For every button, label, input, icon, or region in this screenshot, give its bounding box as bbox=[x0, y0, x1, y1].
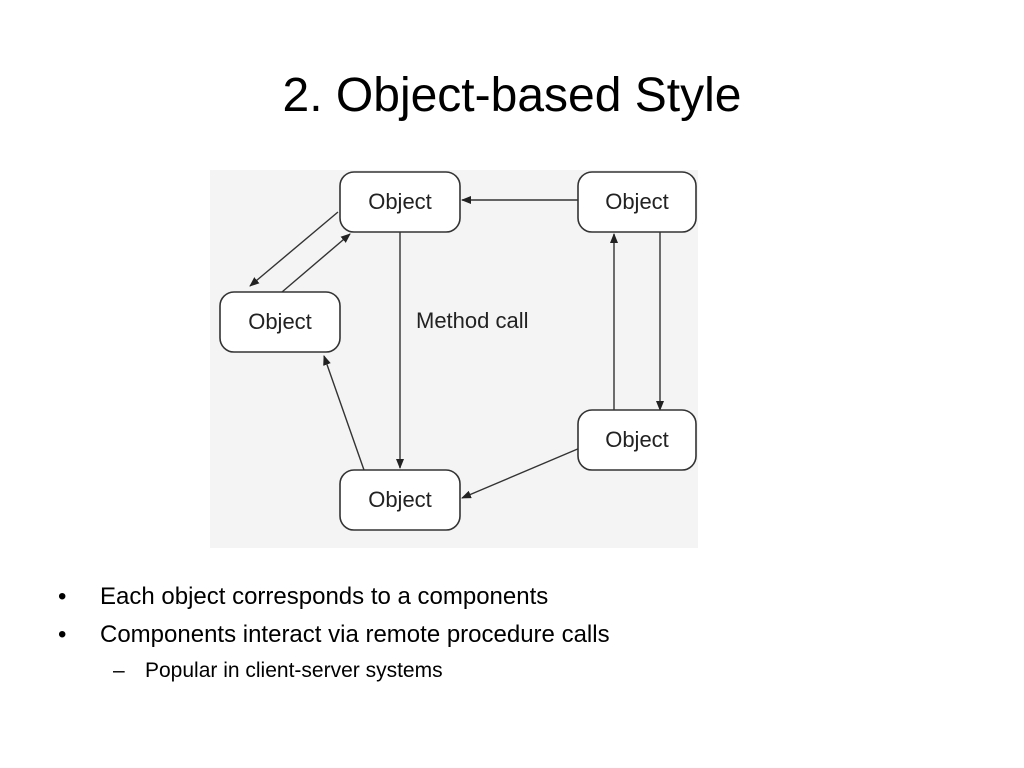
bullet-marker: • bbox=[58, 583, 67, 610]
object-node-top: Object bbox=[339, 171, 461, 233]
object-diagram: Object Object Object Object Object Metho… bbox=[219, 171, 697, 531]
object-node-label: Object bbox=[605, 189, 669, 214]
object-node-label: Object bbox=[248, 309, 312, 334]
object-node-label: Object bbox=[368, 189, 432, 214]
object-node-left: Object bbox=[219, 291, 341, 353]
arrow-bottom-to-left bbox=[323, 355, 365, 471]
object-node-bottom: Object bbox=[339, 469, 461, 531]
arrow-bottomright-to-bottom bbox=[461, 447, 581, 499]
object-diagram-figure: Object Object Object Object Object Metho… bbox=[210, 170, 698, 548]
arrow-left-to-top bbox=[281, 233, 351, 293]
slide-title: 2. Object-based Style bbox=[282, 69, 742, 122]
object-node-top-right: Object bbox=[577, 171, 697, 233]
bullet-text: Each object corresponds to a components bbox=[100, 583, 549, 610]
object-node-bottom-right: Object bbox=[577, 409, 697, 471]
object-node-label: Object bbox=[605, 427, 669, 452]
bullet-item: • Components interact via remote procedu… bbox=[58, 616, 998, 654]
bullet-item: • Each object corresponds to a component… bbox=[58, 578, 998, 616]
method-call-label: Method call bbox=[416, 308, 529, 333]
sub-bullet-text: Popular in client-server systems bbox=[145, 659, 443, 682]
bullet-marker: • bbox=[58, 621, 67, 648]
arrow-top-to-left bbox=[249, 211, 339, 287]
object-node-label: Object bbox=[368, 487, 432, 512]
sub-bullet-item: – Popular in client-server systems bbox=[58, 654, 998, 688]
sub-bullet-marker: – bbox=[113, 659, 125, 682]
connectors bbox=[249, 196, 664, 499]
bullet-text: Components interact via remote procedure… bbox=[100, 621, 610, 648]
bullet-list: • Each object corresponds to a component… bbox=[58, 578, 998, 688]
